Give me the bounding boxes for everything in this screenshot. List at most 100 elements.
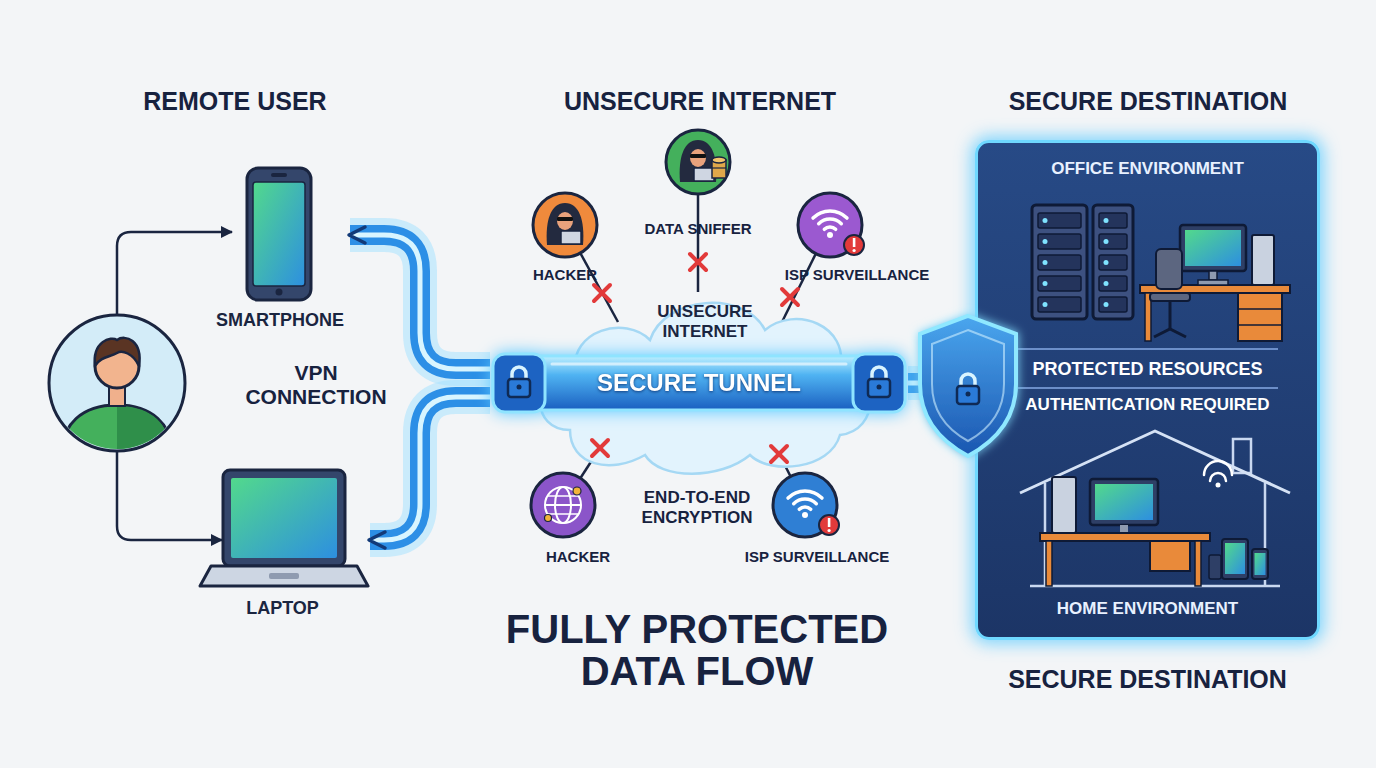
home-environment-art-part [1255, 553, 1266, 575]
threat-icons-part [828, 518, 831, 527]
vpn-tube-body [370, 397, 490, 540]
threat-icons-part [548, 495, 578, 497]
threat-label: HACKER [505, 266, 625, 283]
threat-icons-part [788, 491, 822, 498]
threat-label: DATA SNIFFER [623, 220, 773, 237]
vpn-tube-core [350, 235, 490, 369]
home-environment-art-part [1052, 477, 1076, 533]
secure-tunnel: SECURE TUNNEL [490, 348, 908, 418]
office-environment-art-part [1104, 281, 1109, 286]
threat-icons-part [694, 168, 714, 181]
threat-icons-part [547, 203, 584, 245]
user-icon-part [95, 338, 140, 366]
threat-icons-part [802, 512, 808, 518]
secure-tunnel-art-part [493, 354, 545, 412]
home-environment-art-part [1252, 549, 1268, 579]
office-environment-art-part [1038, 297, 1081, 312]
vpn-tube-core [908, 381, 975, 386]
column-heading: REMOTE USER [75, 87, 395, 116]
threat-icons-part [827, 232, 833, 238]
user-icon-part-part [117, 406, 172, 462]
threat-icons-part [712, 157, 726, 163]
user-icon-part [60, 405, 174, 462]
user-arrows-part [117, 232, 232, 315]
node-label: UNSECURE INTERNET [630, 302, 780, 341]
node-label: OFFICE ENVIRONMENT [990, 159, 1305, 179]
office-environment-art-part [1032, 205, 1087, 319]
home-environment-art-part [1209, 555, 1221, 579]
office-environment: OFFICE ENVIRONMENT [990, 153, 1305, 348]
smartphone-device-art-part [271, 173, 287, 177]
vpn-tube-glow [908, 366, 975, 400]
threat-icons-part [555, 487, 571, 523]
threat-icons-part [545, 504, 581, 506]
node-label: HOME ENVIRONMENT [990, 599, 1305, 619]
office-environment-art-part [1154, 329, 1186, 337]
office-environment-art-part [1099, 276, 1127, 291]
office-environment-art-part [1043, 302, 1048, 307]
user-icon-part [109, 386, 125, 406]
office-environment-art-part [1038, 234, 1081, 249]
office-environment-art-part [1198, 280, 1228, 285]
office-environment-art-part [1099, 213, 1127, 228]
threat-icons-part [712, 167, 726, 168]
blocked-marks-part [961, 374, 975, 387]
threat-icons-part [548, 513, 578, 515]
office-environment-art-part [1099, 255, 1127, 270]
office-environment-art-part [1043, 281, 1048, 286]
threat-label: ISP SURVEILLANCE [722, 548, 912, 565]
threat-icons-part [557, 217, 573, 221]
laptop-device-art-part [231, 478, 337, 558]
secure-tunnel-art-part [552, 363, 846, 366]
office-environment-art-part [1104, 302, 1109, 307]
office-environment-art-part [1038, 276, 1081, 291]
threat-icons-part [824, 227, 835, 229]
vpn-tube-body [350, 235, 490, 369]
threat-icons-part [853, 238, 856, 247]
node-label: SECURE DESTINATION [978, 665, 1317, 694]
user-arrows-part [117, 451, 222, 540]
node-label: SMARTPHONE [210, 310, 350, 331]
home-environment-art-part [1090, 479, 1158, 525]
vpn-tube [370, 397, 490, 540]
home-environment-art-part [1195, 541, 1201, 586]
smartphone-device-art-part [253, 182, 305, 286]
office-environment-art-part [1169, 301, 1172, 329]
threat-icons-part [680, 140, 717, 182]
threat-icons-part [844, 235, 864, 255]
threat-icons-part [794, 499, 817, 504]
user-icon-part-part [60, 405, 174, 462]
user-icon-part [49, 315, 185, 451]
destination-panel-art-part [1018, 387, 1278, 389]
node-label: PROTECTED RESOURCES [978, 359, 1317, 380]
blocked-marks-part [594, 285, 610, 301]
destination-panel: PROTECTED RESOURCESAUTHENTICATION REQUIR… [975, 140, 1320, 640]
threat-icons-part [819, 515, 839, 535]
office-environment-art-part [1038, 255, 1081, 270]
user-icon [49, 315, 185, 462]
vpn-tube-glow [370, 397, 490, 540]
office-environment-art-part [1185, 230, 1241, 266]
threat-icons-part [545, 515, 552, 522]
connection-label: VPN CONNECTION [231, 361, 401, 409]
office-environment-art-part [1238, 324, 1282, 326]
office-environment-art-part [1180, 225, 1246, 271]
smartphone-device-art [210, 160, 350, 335]
threat-label: HACKER [518, 548, 638, 565]
smartphone-device-art-part [276, 289, 283, 296]
column-heading: UNSECURE INTERNET [510, 87, 890, 116]
threat-icons-part [690, 149, 706, 167]
office-environment-art-part [1104, 260, 1109, 265]
user-arrows [117, 232, 232, 540]
office-environment-art-part [1209, 271, 1217, 280]
blocked-marks-part [690, 254, 706, 270]
vpn-tube-glow [350, 235, 490, 369]
office-environment-art-part [1104, 239, 1109, 244]
home-environment-art-part [1150, 541, 1190, 571]
caption-text: FULLY PROTECTED DATA FLOW [482, 608, 912, 692]
blocked-marks-part [966, 392, 971, 397]
home-environment-art-part [1216, 483, 1221, 488]
threat-icons-part [690, 154, 706, 158]
office-environment-art-part [1043, 218, 1048, 223]
